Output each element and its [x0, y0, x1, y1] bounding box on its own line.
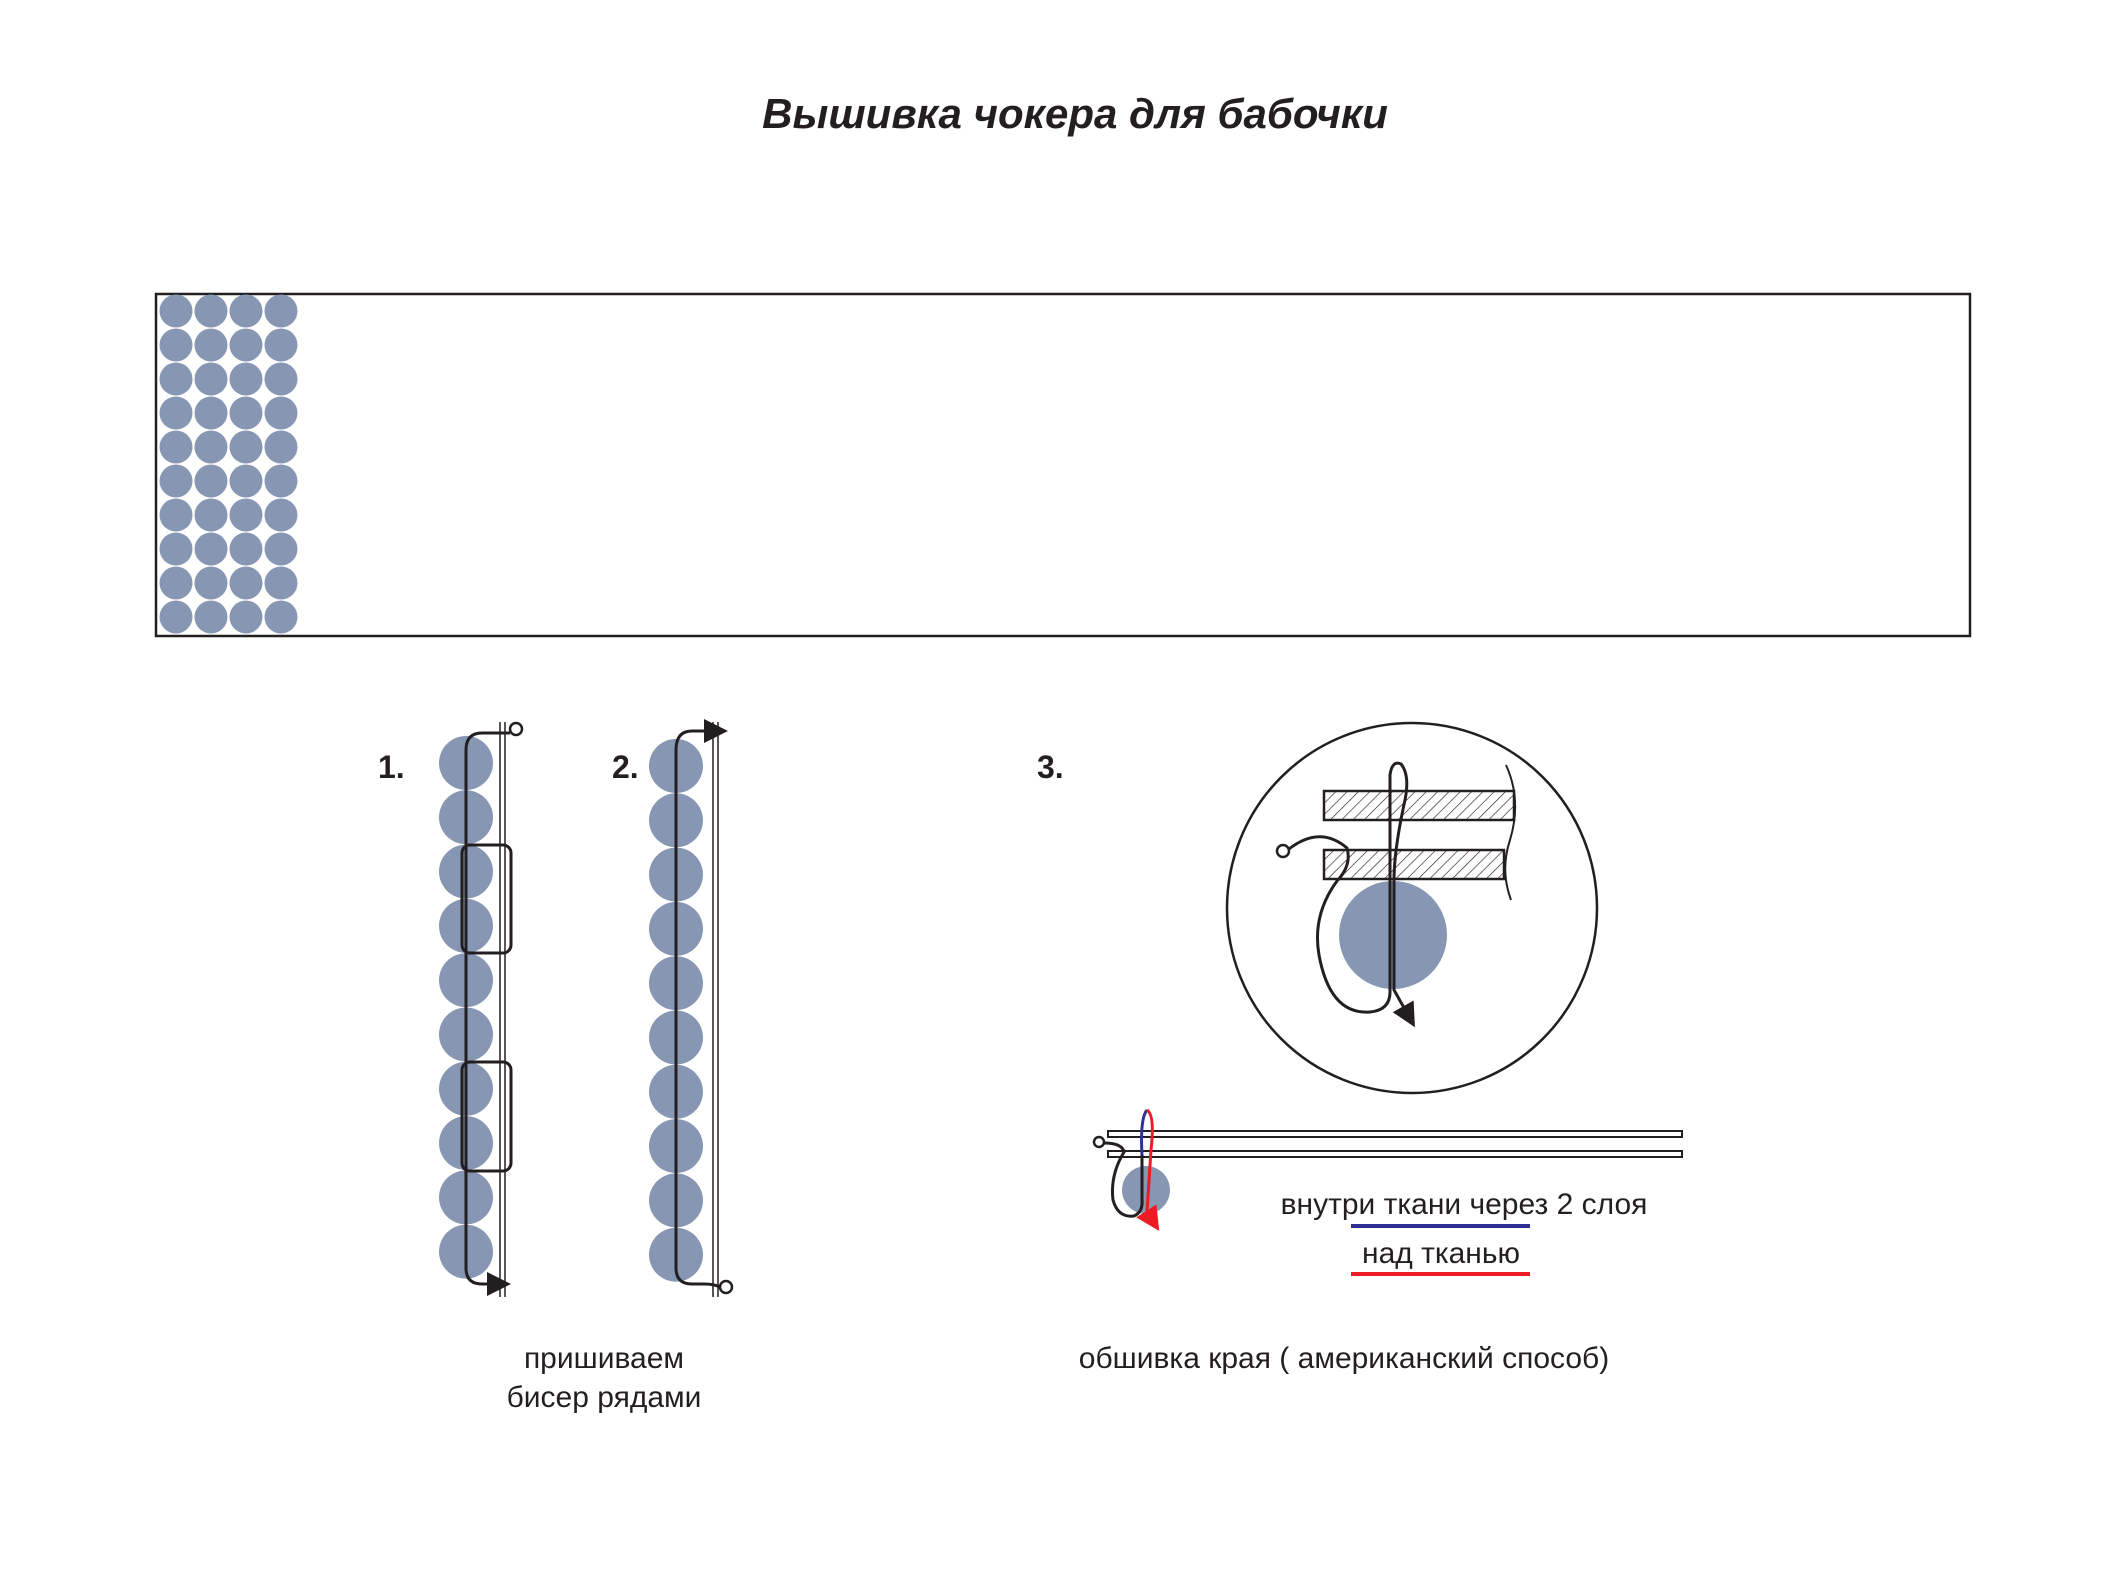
legend-outer-label: над тканью	[1362, 1237, 1520, 1270]
band-bead	[229, 362, 263, 396]
band-bead	[229, 328, 263, 362]
band-bead	[159, 600, 193, 634]
band-bead	[264, 566, 298, 600]
step1-number: 1.	[378, 749, 405, 785]
step2-number: 2.	[612, 749, 639, 785]
step1-thread	[460, 721, 524, 1296]
band-bead	[229, 498, 263, 532]
band-bead	[229, 532, 263, 566]
band-bead	[159, 464, 193, 498]
band-bead	[194, 430, 228, 464]
band-bead	[264, 328, 298, 362]
band-bead	[229, 396, 263, 430]
band-bead	[194, 464, 228, 498]
band-bead	[264, 498, 298, 532]
band-bead	[194, 294, 228, 328]
band-bead	[159, 294, 193, 328]
band-beads	[159, 294, 298, 634]
steps12-caption-line1: пришиваем	[524, 1342, 684, 1375]
step1-fabric-edge	[499, 722, 506, 1297]
choker-band-outline	[154, 292, 1972, 638]
band-bead	[264, 532, 298, 566]
band-bead	[159, 396, 193, 430]
band-bead	[229, 600, 263, 634]
legend-inner-label: внутри ткани через 2 слоя	[1281, 1188, 1648, 1221]
band-bead	[264, 464, 298, 498]
step3-caption: обшивка края ( американский способ)	[1079, 1342, 1609, 1375]
band-bead	[194, 566, 228, 600]
band-bead	[194, 600, 228, 634]
inner-thread	[1140, 1109, 1149, 1156]
outer-thread	[1136, 1108, 1160, 1232]
band-bead	[229, 430, 263, 464]
band-bead	[194, 532, 228, 566]
step3-edge-section	[1092, 1108, 1683, 1232]
band-bead	[194, 396, 228, 430]
band-bead	[159, 498, 193, 532]
band-bead	[264, 396, 298, 430]
band-bead	[229, 294, 263, 328]
band-bead	[194, 362, 228, 396]
band-bead	[194, 498, 228, 532]
band-bead	[264, 430, 298, 464]
band-bead	[264, 362, 298, 396]
step2-fabric-edge	[712, 722, 719, 1297]
band-bead	[264, 294, 298, 328]
band-bead	[159, 430, 193, 464]
band-bead	[159, 566, 193, 600]
band-bead	[159, 362, 193, 396]
band-bead	[194, 328, 228, 362]
step3-magnified-detail	[1225, 721, 1599, 1095]
band-bead	[159, 328, 193, 362]
page-title: Вышивка чокера для бабочки	[762, 90, 1388, 137]
steps12-caption-line2: бисер рядами	[507, 1381, 702, 1414]
band-bead	[229, 464, 263, 498]
step2-thread	[674, 719, 734, 1295]
band-bead	[159, 532, 193, 566]
band-bead	[264, 600, 298, 634]
band-bead	[229, 566, 263, 600]
step3-number: 3.	[1037, 749, 1064, 785]
